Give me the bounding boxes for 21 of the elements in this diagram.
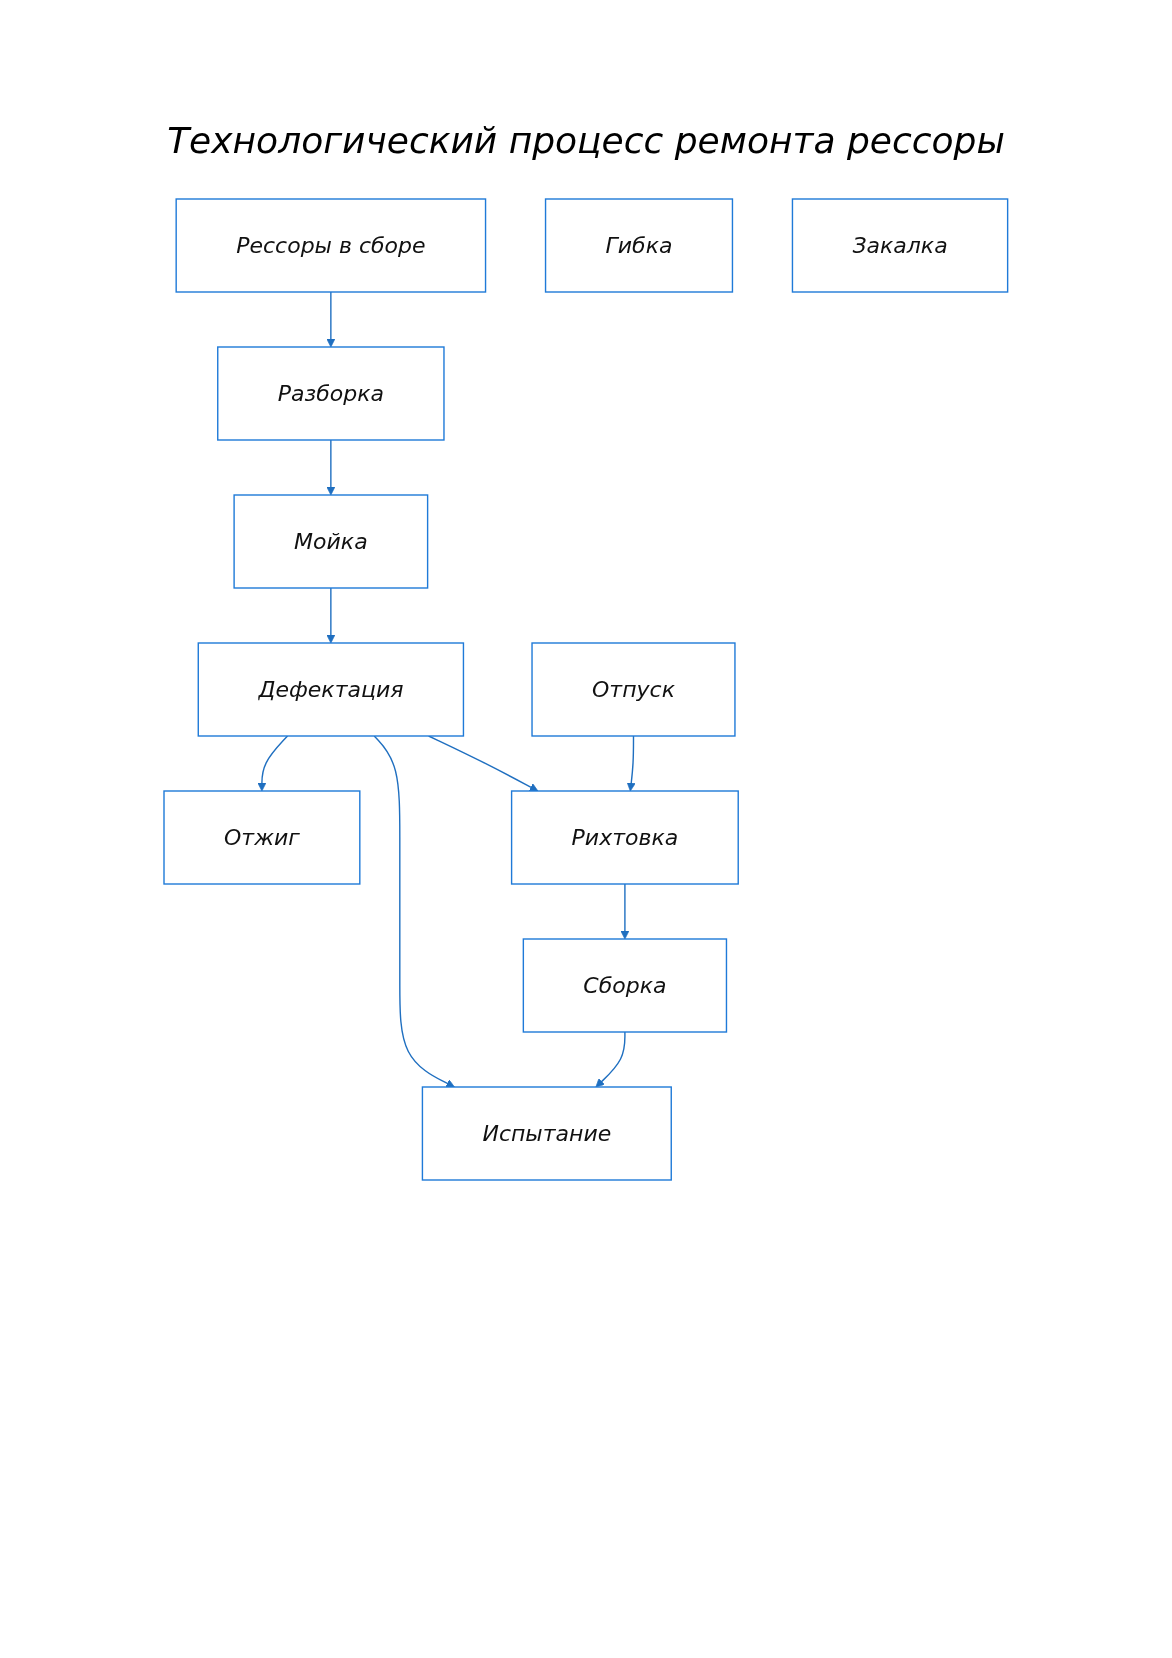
arrow: [373, 735, 455, 1088]
node-box: Мойка: [233, 494, 429, 589]
arrow: [595, 1031, 626, 1088]
node-box: Испытание: [421, 1086, 673, 1181]
node-box: Гибка: [545, 198, 734, 293]
node-box: Закалка: [791, 198, 1009, 293]
arrow: [627, 735, 636, 792]
arrow: [326, 587, 336, 644]
node-box: Разборка: [217, 346, 445, 441]
node-box: Дефектация: [197, 642, 465, 737]
arrow: [620, 883, 630, 940]
node-box: Отпуск: [531, 642, 736, 737]
arrow: [428, 735, 539, 792]
diagram-title: Технологический процесс ремонта рессоры: [166, 120, 1006, 161]
node-box: Отжиг: [163, 790, 361, 885]
node-box: Сборка: [522, 938, 728, 1033]
arrow: [326, 439, 336, 496]
node-box: Рихтовка: [511, 790, 740, 885]
node-box: Рессоры в сборе: [175, 198, 487, 293]
arrow: [326, 291, 336, 348]
arrow: [257, 735, 289, 792]
